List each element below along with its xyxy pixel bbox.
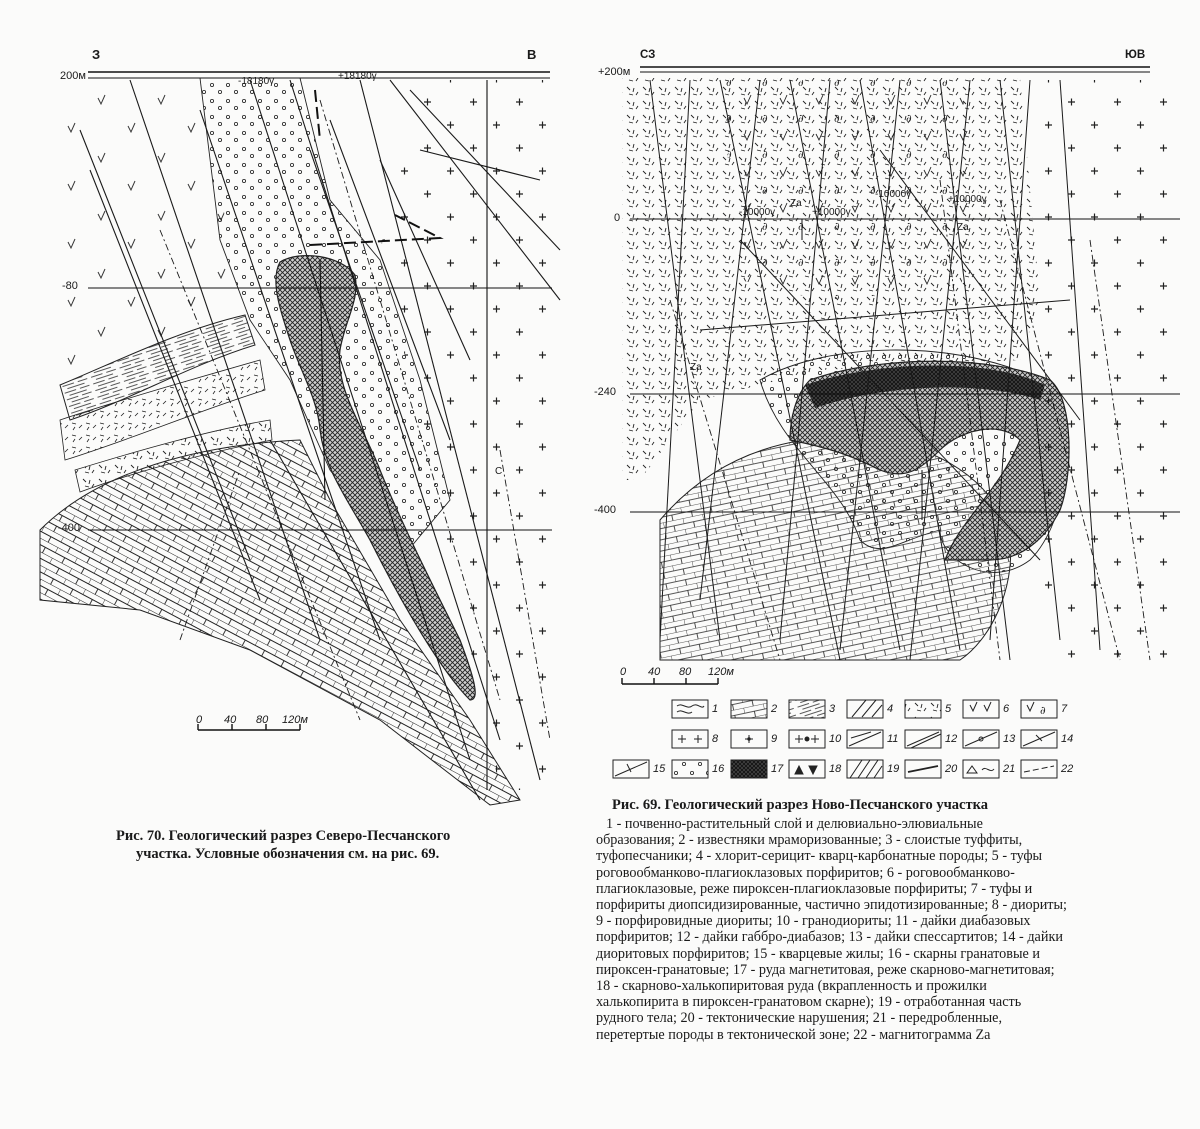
legend-symbols: ∂ xyxy=(612,699,1058,779)
caption-line: порфириты диопсидизированные, частично э… xyxy=(596,897,1067,914)
fig69-za-label-2: Za xyxy=(957,222,969,233)
legend-num-5: 5 xyxy=(945,703,952,715)
fig69-level-label-400: -400 xyxy=(594,504,617,516)
caption-line: образования; 2 - известняки мраморизован… xyxy=(596,832,1023,849)
fig69-level-label-0: 0 xyxy=(614,212,621,224)
legend-num-19: 19 xyxy=(887,763,900,775)
fig70-direction-east: В xyxy=(527,47,537,62)
caption-line: пироксен-гранатовые; 17 - руда магнетито… xyxy=(596,961,1055,978)
svg-text:∂: ∂ xyxy=(1040,704,1046,717)
fig69-scale-120: 120м xyxy=(708,666,734,678)
caption-line: халькопирита в пироксен-гранатовом скарн… xyxy=(596,994,1022,1011)
fig70-ore-body xyxy=(275,255,476,701)
fig70-scale-40: 40 xyxy=(224,714,237,726)
fig70-scale-0: 0 xyxy=(196,714,203,726)
fig69-scale-0: 0 xyxy=(620,666,627,678)
legend-num-15: 15 xyxy=(653,763,666,775)
fig69-level-label-200: +200м xyxy=(598,66,631,78)
fig70-section xyxy=(39,71,561,806)
legend-num-14: 14 xyxy=(1061,733,1074,745)
fig70-level-label-400: -400 xyxy=(58,522,81,534)
fig69-za-label-3: Za xyxy=(690,362,702,373)
fig70-caption-line1: Рис. 70. Геологический разрез Северо-Пес… xyxy=(116,828,451,844)
fig69-scale-bar xyxy=(621,678,719,685)
caption-line: порфиритов; 12 - дайки габбро-диабазов; … xyxy=(596,929,1063,946)
fig69-caption-title: Рис. 69. Геологический разрез Ново-Песча… xyxy=(612,797,988,813)
legend-num-16: 16 xyxy=(712,763,725,775)
legend-num-20: 20 xyxy=(945,763,958,775)
legend-num-7: 7 xyxy=(1061,703,1068,715)
legend-num-18: 18 xyxy=(829,763,842,775)
caption-line: 18 - скарново-халькопиритовая руда (вкра… xyxy=(596,978,987,995)
caption-line: роговообманково-плагиоклазовых порфирито… xyxy=(596,864,1015,881)
fig69-direction-nw: СЗ xyxy=(640,49,656,61)
fig69-anomaly-3: -10000γ xyxy=(875,189,912,200)
legend-num-21: 21 xyxy=(1003,763,1016,775)
caption-line: 9 - порфировидные диориты; 10 - гранодио… xyxy=(596,913,1031,930)
fig69-za-label-1: Za xyxy=(790,198,802,209)
fig70-caption-line2: участка. Условные обозначения см. на рис… xyxy=(136,846,440,862)
fig70-scale-80: 80 xyxy=(256,714,269,726)
caption-line: туфопесчаники; 4 - хлорит-серицит- кварц… xyxy=(596,848,1043,865)
caption-line: перетертые породы в тектонической зоне; … xyxy=(596,1026,991,1043)
caption-line: диоритовых порфиритов; 15 - кварцевые жи… xyxy=(596,945,1040,962)
legend-num-12: 12 xyxy=(945,733,958,745)
fig69-anomaly-1: -10000γ xyxy=(739,207,776,218)
fig70-level-label-80: -80 xyxy=(62,280,78,292)
legend-num-9: 9 xyxy=(771,733,778,745)
fig69-section xyxy=(621,66,1180,685)
caption-line: 1 - почвенно-растительный слой и делювиа… xyxy=(606,816,983,832)
fig70-scale-120: 120м xyxy=(282,714,308,726)
fig70-direction-west: З xyxy=(92,47,101,62)
legend-num-22: 22 xyxy=(1061,763,1074,775)
legend-num-10: 10 xyxy=(829,733,842,745)
legend-num-13: 13 xyxy=(1003,733,1016,745)
fig70-level-label-200: 200м xyxy=(60,70,86,82)
legend-num-8: 8 xyxy=(712,733,719,745)
legend-num-3: 3 xyxy=(829,703,836,715)
legend-num-4: 4 xyxy=(887,703,894,715)
fig69-scale-80: 80 xyxy=(679,666,692,678)
caption-line: плагиоклазовые, реже пироксен-плагиоклаз… xyxy=(596,880,1033,897)
legend-num-1: 1 xyxy=(712,703,719,715)
fig69-anomaly-2: +10000γ xyxy=(812,207,851,218)
legend-num-17: 17 xyxy=(771,763,784,775)
fig70-anomaly-neg: -18180γ xyxy=(238,76,275,87)
fig69-anomaly-4: +10000γ xyxy=(948,194,987,205)
caption-line: рудного тела; 20 - тектонические нарушен… xyxy=(596,1010,1003,1027)
fig69-caption-body: 1 - почвенно-растительный слой и делювиа… xyxy=(596,816,1196,1043)
legend-num-11: 11 xyxy=(887,733,899,745)
fig70-anomaly-pos: +18180γ xyxy=(338,71,377,82)
fig69-level-label-240: -240 xyxy=(594,386,617,398)
fig70-scale-bar xyxy=(197,724,301,731)
fig69-scale-40: 40 xyxy=(648,666,661,678)
legend-num-2: 2 xyxy=(771,703,778,715)
legend-num-6: 6 xyxy=(1003,703,1010,715)
fig69-direction-se: ЮВ xyxy=(1125,49,1146,61)
fig70-dyke-label: С xyxy=(495,466,503,477)
